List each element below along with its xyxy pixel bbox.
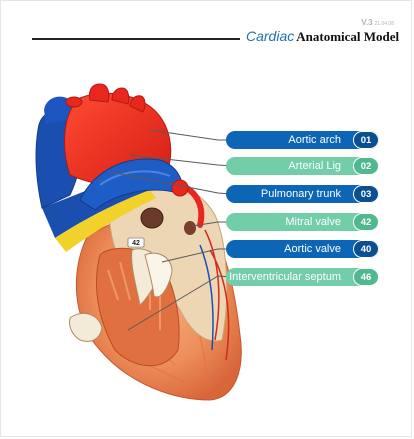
label-number: 01	[353, 131, 379, 149]
label-number: 03	[353, 185, 379, 203]
label-text: Mitral valve	[285, 216, 341, 228]
label-aortic-arch: Aortic arch 01	[226, 131, 379, 149]
label-text: Pulmonary trunk	[261, 188, 341, 200]
label-text: Interventricular septum	[229, 271, 341, 283]
coronary-node	[172, 180, 188, 196]
label-text: Aortic arch	[288, 134, 341, 146]
vessel-opening	[66, 97, 82, 107]
label-aortic-valve: Aortic valve 40	[226, 240, 379, 258]
valve-opening-2	[184, 221, 196, 235]
label-interventricular-septum: Interventricular septum 46	[226, 268, 379, 286]
label-mitral-valve: Mitral valve 42	[226, 213, 379, 231]
label-number: 46	[353, 268, 379, 286]
model-number-tag: 42	[128, 238, 144, 247]
label-arterial-lig: Arterial Lig 02	[226, 157, 379, 175]
label-number: 02	[353, 157, 379, 175]
brachiocephalic-artery	[89, 84, 108, 102]
label-number: 40	[353, 240, 379, 258]
valve-opening	[141, 208, 163, 228]
model-tag-text: 42	[132, 240, 140, 247]
label-text: Aortic valve	[284, 243, 341, 255]
label-pulmonary-trunk: Pulmonary trunk 03	[226, 185, 379, 203]
label-text: Arterial Lig	[288, 160, 341, 172]
label-number: 42	[353, 213, 379, 231]
